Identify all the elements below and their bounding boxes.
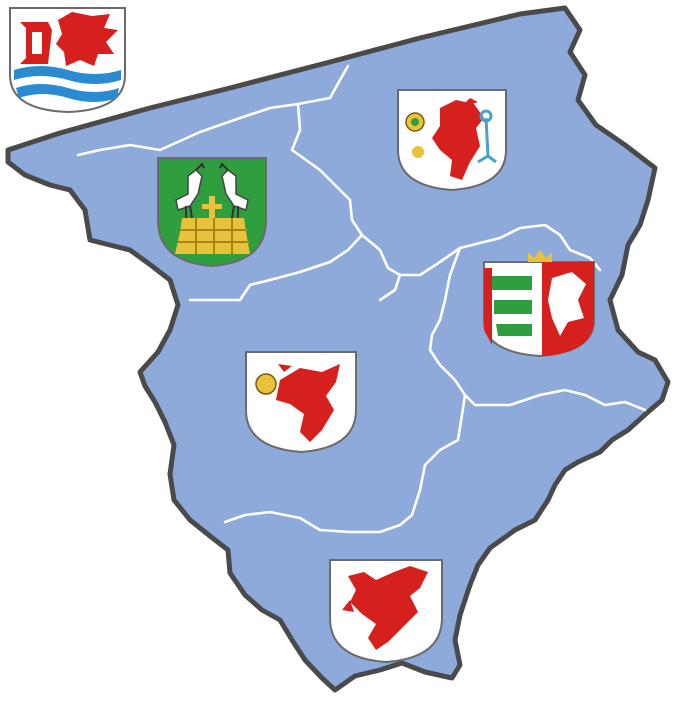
coat-of-arms-east: [483, 250, 595, 358]
county-outline: [5, 5, 671, 693]
coat-of-arms-county: [9, 7, 126, 114]
coat-of-arms-north-east: [397, 89, 507, 192]
district-border-north-west: [76, 102, 364, 302]
coat-of-arms-north-west: [157, 157, 267, 268]
district-border-center-west: [378, 273, 402, 302]
coat-of-arms-center: [245, 351, 357, 454]
district-border-center: [223, 393, 467, 534]
district-border-north-east: [296, 64, 602, 277]
coat-of-arms-south: [329, 559, 443, 664]
